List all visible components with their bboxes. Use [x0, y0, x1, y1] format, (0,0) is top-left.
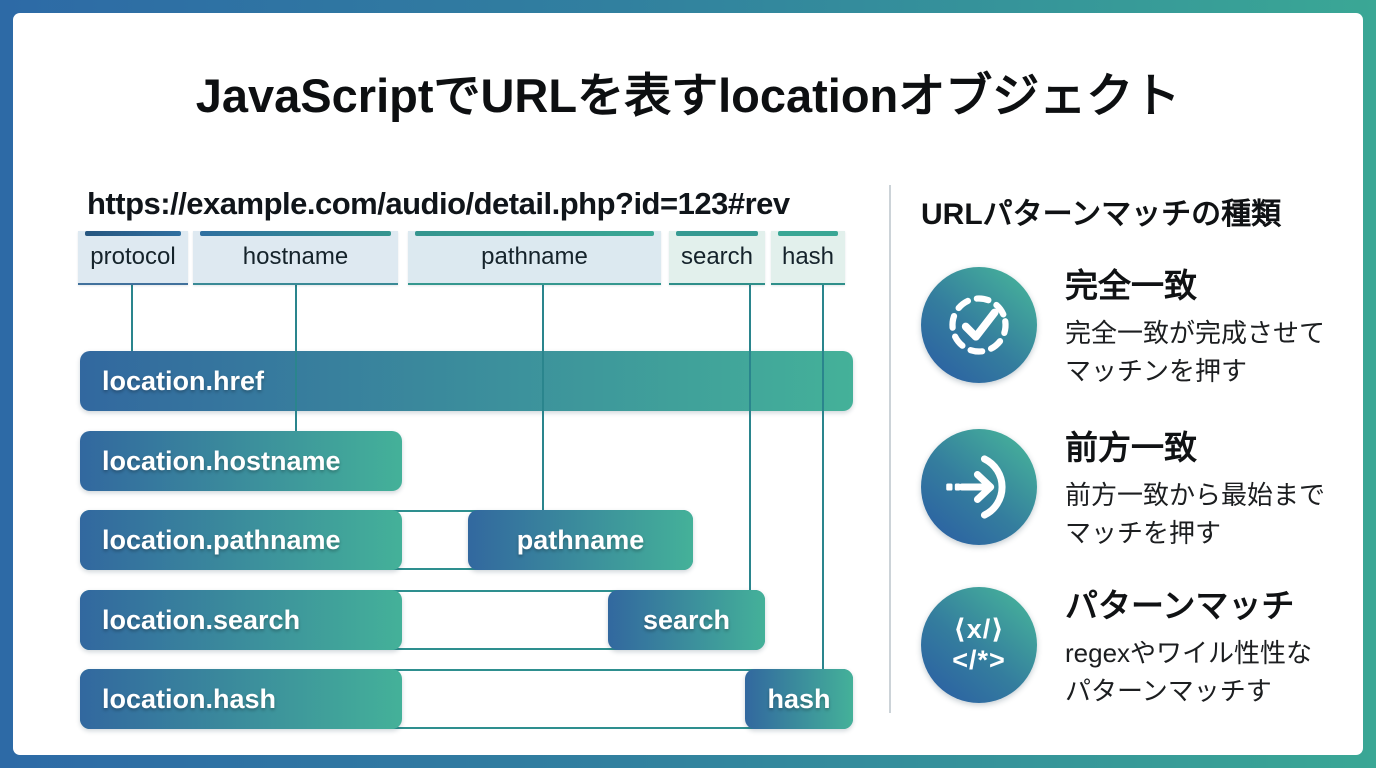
code-pattern-line: ⟨x/⟩ — [953, 613, 1005, 644]
url-part-label-text: hostname — [242, 243, 349, 270]
connector-line-pathname — [542, 285, 544, 510]
bar-label: location.hostname — [102, 445, 341, 476]
desc-line: パターンマッチす — [1065, 676, 1272, 706]
dashed-circle-check-glyph — [949, 294, 1009, 355]
arrow-enter-icon — [921, 428, 1037, 545]
legend-item-text: 前方一致 前方一致から最始まで マッチを押す — [1065, 421, 1325, 552]
code-pattern-line: </*> — [952, 644, 1006, 675]
code-pattern-icon: ⟨x/⟩ </*> — [921, 586, 1037, 703]
segment-label: search — [642, 604, 731, 635]
url-part-label-text: pathname — [481, 243, 588, 270]
url-example-text: https://example.com/audio/detail.php?id=… — [87, 186, 790, 221]
url-part-label-hash: hash — [771, 231, 845, 285]
bar-label: location.search — [102, 604, 301, 635]
legend-item-desc: regexやワイル性性な パターンマッチす — [1065, 634, 1312, 710]
desc-line: 完全一致が完成させて — [1065, 318, 1326, 348]
connector-line-hash — [822, 285, 824, 669]
legend-item-text: 完全一致 完全一致が完成させて マッチンを押す — [1065, 259, 1325, 390]
url-part-label-text: search — [680, 243, 754, 270]
legend-item-pattern-match: ⟨x/⟩ </*> パターンマッチ regexやワイル性性な パターンマッチす — [921, 579, 1373, 710]
connector-line-protocol — [131, 285, 133, 351]
segment-box-hash: hash — [745, 669, 853, 729]
legend-item-title: 完全一致 — [1065, 267, 1197, 304]
url-part-label-protocol: protocol — [78, 231, 188, 285]
legend-title: URLパターンマッチの種類 — [921, 198, 1282, 231]
arrow-enter-glyph — [946, 454, 1006, 519]
url-part-label-pathname: pathname — [408, 231, 661, 285]
segment-box-pathname: pathname — [468, 510, 693, 570]
legend-item-title: パターンマッチ — [1065, 587, 1295, 624]
bar-label: location.hash — [102, 683, 277, 714]
legend-item-title: 前方一致 — [1065, 429, 1197, 466]
bar-location-hash: location.hash — [80, 669, 402, 729]
segment-box-search: search — [608, 590, 765, 650]
connector-line-search — [749, 285, 751, 590]
content-card: JavaScriptでURLを表すlocationオブジェクト https://… — [13, 13, 1363, 755]
legend-item-prefix-match: 前方一致 前方一致から最始まで マッチを押す — [921, 421, 1373, 552]
bar-location-search: location.search — [80, 590, 402, 650]
desc-line: 前方一致から最始まで — [1065, 480, 1326, 510]
segment-label: pathname — [516, 524, 645, 555]
bar-location-href: location.href — [80, 351, 853, 411]
url-part-label-search: search — [669, 231, 765, 285]
desc-line: マッチを押す — [1065, 518, 1222, 548]
legend-item-text: パターンマッチ regexやワイル性性な パターンマッチす — [1065, 579, 1312, 710]
bar-label: location.href — [102, 365, 265, 396]
url-part-label-text: hash — [781, 243, 835, 270]
legend-item-desc: 前方一致から最始まで マッチを押す — [1065, 476, 1325, 552]
legend-item-desc: 完全一致が完成させて マッチンを押す — [1065, 314, 1325, 390]
bar-location-hostname: location.hostname — [80, 431, 402, 491]
desc-line: マッチンを押す — [1065, 356, 1248, 386]
bar-location-pathname: location.pathname — [80, 510, 402, 570]
segment-label: hash — [767, 683, 831, 714]
url-part-label-hostname: hostname — [193, 231, 398, 285]
code-pattern-glyph: ⟨x/⟩ </*> — [952, 614, 1006, 676]
desc-line: regexやワイル性性な — [1065, 638, 1313, 668]
bar-label: location.pathname — [102, 524, 341, 555]
legend-item-exact-match: 完全一致 完全一致が完成させて マッチンを押す — [921, 259, 1373, 390]
dashed-circle-check-icon — [921, 266, 1037, 383]
connector-line-hostname — [295, 285, 297, 431]
vertical-divider — [889, 185, 891, 713]
page-title: JavaScriptでURLを表すlocationオブジェクト — [195, 69, 1181, 122]
url-part-label-text: protocol — [90, 243, 176, 270]
